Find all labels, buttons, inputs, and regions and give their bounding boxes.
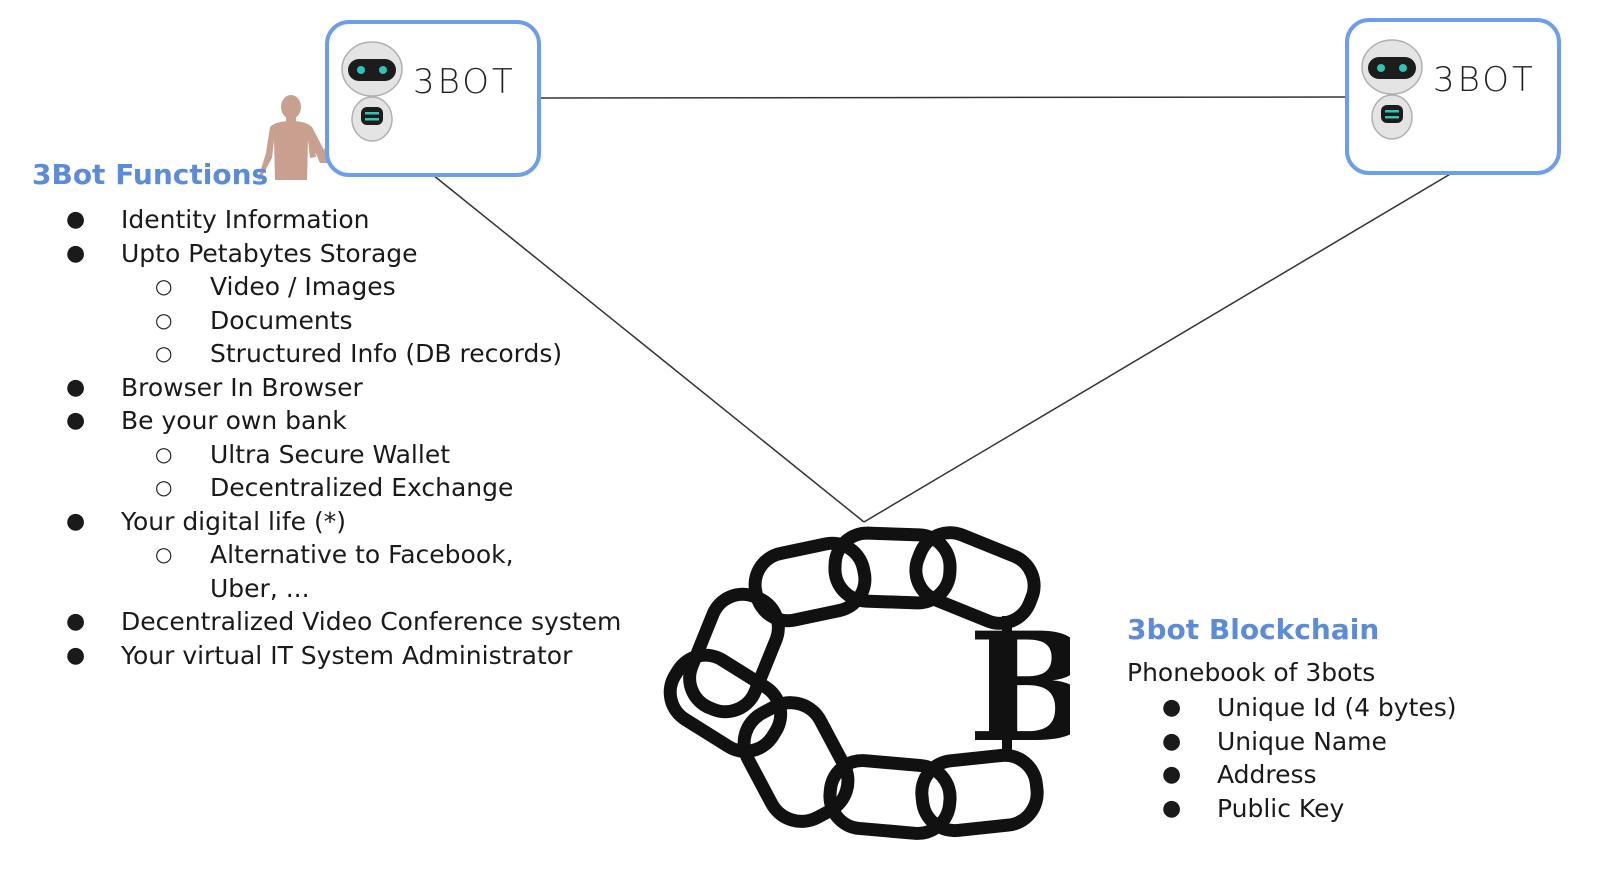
list-item-label: Be your own bank: [121, 406, 347, 435]
bullet-icon: ●: [66, 508, 86, 534]
list-item: ○ Documents: [155, 304, 621, 338]
list-item: ● Your digital life (*): [66, 505, 621, 539]
line-left-right: [539, 96, 1351, 99]
list-item: ● Your virtual IT System Administrator: [66, 639, 621, 673]
robot-icon: [1361, 39, 1423, 140]
bullet-icon: ●: [66, 207, 86, 232]
list-item: ○ Structured Info (DB records): [155, 337, 621, 371]
list-item: ○ Ultra Secure Wallet: [155, 438, 621, 472]
sub-bullet-icon: ○: [155, 307, 173, 332]
list-item-label: Identity Information: [121, 205, 370, 234]
line-right-chain: [863, 172, 1453, 523]
list-item: ○ Alternative to Facebook,: [155, 538, 621, 572]
list-item: ● Decentralized Video Conference system: [66, 605, 622, 639]
list-item: Uber, ...: [210, 572, 621, 606]
list-item-label: Documents: [210, 305, 353, 335]
sub-bullet-icon: ○: [155, 542, 173, 566]
list-item-label: Browser In Browser: [121, 372, 363, 402]
list-item-label: Unique Name: [1217, 726, 1387, 756]
functions-list: ● Identity Information ● Upto Petabytes Sto…: [66, 203, 622, 673]
list-item-label: Alternative to Facebook,: [210, 540, 514, 569]
bullet-icon: ●: [66, 642, 86, 668]
bot-node-right: 3BOT: [1345, 18, 1561, 175]
list-item: ● Upto Petabytes Storage: [66, 237, 621, 271]
list-item-label: Upto Petabytes Storage: [121, 238, 418, 268]
bullet-icon: ●: [1162, 762, 1182, 787]
list-item-label: Ultra Secure Wallet: [210, 439, 451, 469]
blockchain-heading: 3bot Blockchain: [1127, 613, 1380, 646]
line-left-chain: [432, 174, 865, 523]
bullet-icon: ●: [66, 609, 86, 634]
sub-bullet-icon: ○: [155, 441, 173, 466]
bullet-icon: ●: [1162, 728, 1182, 754]
list-item: ● Address: [1162, 758, 1457, 792]
list-item: ● Browser In Browser: [66, 371, 621, 405]
list-item-label: Uber, ...: [210, 573, 310, 603]
bot-logo-text: 3BOT: [1433, 60, 1536, 100]
sub-bullet-icon: ○: [155, 475, 173, 499]
bullet-icon: ●: [1162, 695, 1182, 720]
bullet-icon: ●: [66, 408, 86, 433]
sub-bullet-icon: ○: [155, 341, 173, 365]
list-item: ● Unique Name: [1162, 725, 1457, 759]
list-item: ● Be your own bank: [66, 404, 621, 438]
list-item-label: Public Key: [1217, 793, 1345, 823]
list-item-label: Address: [1217, 760, 1317, 789]
list-item: ● Public Key: [1162, 792, 1457, 826]
list-item: ○ Video / Images: [155, 270, 621, 304]
sub-bullet-icon: ○: [155, 274, 173, 298]
bullet-icon: ●: [66, 374, 86, 400]
list-item: ○ Decentralized Exchange: [155, 471, 621, 505]
list-item: ● Identity Information: [66, 203, 621, 237]
functions-heading: 3Bot Functions: [32, 158, 269, 191]
blockchain-chain-icon: B: [663, 526, 1070, 840]
list-item-label: Your virtual IT System Administrator: [121, 640, 573, 670]
bitcoin-letter: B: [968, 600, 1070, 776]
list-item-label: Structured Info (DB records): [210, 339, 563, 368]
list-item-label: Decentralized Video Conference system: [121, 607, 622, 636]
bullet-icon: ●: [66, 240, 86, 266]
list-item-label: Unique Id (4 bytes): [1217, 693, 1457, 722]
bot-node-left: 3BOT: [325, 20, 541, 177]
bullet-icon: ●: [1162, 795, 1182, 821]
blockchain-list: ● Unique Id (4 bytes) ● Unique Name ● Address…: [1162, 691, 1457, 826]
list-item-label: Decentralized Exchange: [210, 473, 514, 502]
list-item-label: Your digital life (*): [121, 506, 346, 536]
list-item-label: Video / Images: [210, 272, 396, 301]
blockchain-subtitle: Phonebook of 3bots: [1127, 658, 1376, 687]
robot-icon: [341, 41, 403, 142]
bot-logo-text: 3BOT: [413, 62, 516, 102]
list-item: ● Unique Id (4 bytes): [1162, 691, 1457, 725]
